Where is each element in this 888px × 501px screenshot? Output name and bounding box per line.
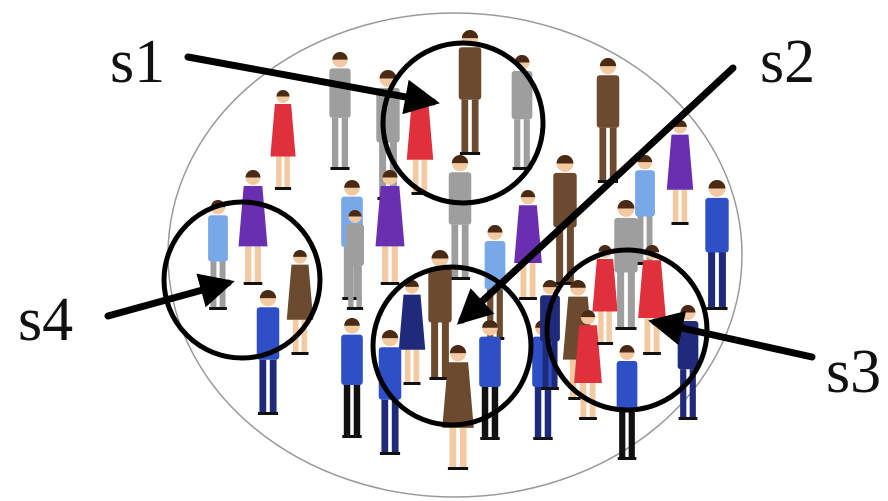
person-figure [341,318,363,438]
person-figure [678,305,699,420]
person-figure [597,58,620,183]
person-figure [208,200,228,310]
person-figure [614,200,637,330]
person-figure [705,180,728,310]
person-figure [459,30,482,155]
person-figure [270,90,295,190]
label-s1: s1 [110,28,165,96]
label-s4: s4 [18,286,73,354]
person-figure [479,320,501,440]
person-figure [667,120,693,225]
label-s3: s3 [826,338,881,406]
person-figure [617,345,638,460]
person-figure [407,90,433,195]
person-figure [399,280,425,385]
person-figure [449,155,472,280]
person-figure [239,170,268,285]
label-s2: s2 [760,28,815,96]
person-figure [329,52,350,170]
